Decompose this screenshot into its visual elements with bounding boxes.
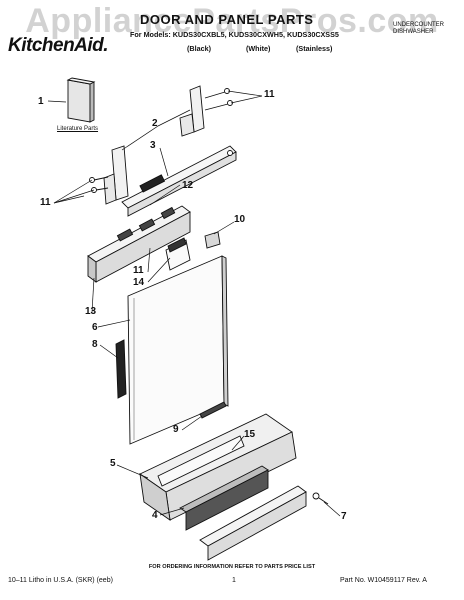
callout-12: 12	[182, 180, 194, 191]
user-interface-module	[165, 237, 191, 271]
callout-11-left: 11	[40, 197, 51, 208]
callout-1: 1	[38, 96, 44, 107]
callout-11-top: 11	[264, 89, 275, 100]
product-line-2: DISHWASHER	[393, 29, 434, 35]
product-line: UNDERCOUNTER DISHWASHER	[393, 22, 444, 36]
top-trim-channel	[121, 145, 237, 217]
callout-2: 2	[152, 118, 158, 129]
watermark: AppliancePartsPros.com	[25, 2, 439, 40]
control-panel-assembly	[87, 205, 191, 283]
callout-13: 13	[85, 306, 97, 317]
literature-parts-label: Literature Parts	[57, 126, 99, 132]
footer-part-number: Part No. W10459117 Rev. A	[340, 577, 427, 584]
callout-7: 7	[341, 511, 347, 522]
callout-4: 4	[152, 510, 158, 521]
door-insulation	[115, 339, 127, 399]
small-pad	[204, 231, 221, 249]
callout-15: 15	[244, 429, 256, 440]
callout-6: 6	[92, 322, 98, 333]
foam-block	[179, 465, 269, 531]
brand-logo: KitchenAid.	[8, 35, 109, 56]
literature-booklet	[66, 77, 96, 123]
product-line-1: UNDERCOUNTER	[393, 22, 444, 28]
page-title: DOOR AND PANEL PARTS	[140, 12, 314, 27]
finish-stainless: (Stainless)	[296, 44, 333, 53]
callout-10: 10	[234, 214, 246, 225]
callout-8: 8	[92, 339, 98, 350]
left-mounting-bracket	[89, 145, 129, 205]
callout-9: 9	[173, 424, 179, 435]
ordering-note: FOR ORDERING INFORMATION REFER TO PARTS …	[148, 564, 316, 570]
callout-11-lower: 11	[133, 265, 144, 276]
lower-door-trim	[139, 413, 297, 521]
footer-litho: 10–11 Litho in U.S.A. (SKR) (eeb)	[8, 577, 113, 584]
leader-lines	[47, 90, 341, 517]
right-mounting-bracket	[179, 85, 233, 137]
finish-black: (Black)	[187, 44, 211, 53]
callout-14: 14	[133, 277, 145, 288]
models-line: For Models: KUDS30CXBL5, KUDS30CXWH5, KU…	[130, 30, 339, 39]
callout-5: 5	[110, 458, 116, 469]
kickplate	[199, 485, 307, 561]
finish-white: (White)	[246, 44, 271, 53]
callout-3: 3	[150, 140, 156, 151]
screw	[312, 492, 329, 505]
footer-page-number: 1	[232, 577, 236, 584]
